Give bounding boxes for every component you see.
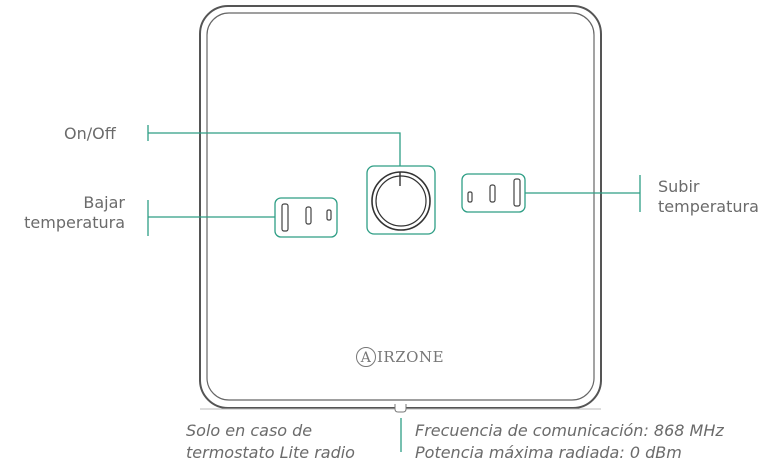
bajar-bar-short [326, 209, 332, 221]
bajar-temperatura-label: Bajar temperatura [24, 193, 125, 233]
footer-right-note: Frecuencia de comunicación: 868 MHz Pote… [415, 420, 724, 464]
subir-label-line2: temperatura [658, 197, 759, 216]
subir-temperatura-label: Subir temperatura [658, 177, 759, 217]
power-button-ring [371, 171, 431, 231]
subir-bar-tall [513, 178, 521, 207]
airzone-logo: A IRZONE [356, 347, 444, 367]
bajar-label-line2: temperatura [24, 213, 125, 232]
footer-left-note: Solo en caso de termostato Lite radio [186, 420, 355, 464]
airzone-logo-text: IRZONE [377, 348, 445, 366]
bajar-bar-medium [305, 206, 312, 225]
footer-right-line2: Potencia máxima radiada: 0 dBm [415, 443, 682, 462]
power-button-face [375, 175, 427, 227]
device-bottom-tab [394, 404, 407, 413]
footer-left-line2: termostato Lite radio [186, 443, 355, 462]
footer-right-line1: Frecuencia de comunicación: 868 MHz [415, 421, 724, 440]
footer-left-line1: Solo en caso de [186, 421, 313, 440]
subir-bar-medium [489, 184, 496, 203]
subir-label-line1: Subir [658, 177, 700, 196]
airzone-logo-circle-a: A [356, 347, 376, 367]
on-off-label: On/Off [64, 124, 116, 143]
bajar-label-line1: Bajar [83, 193, 125, 212]
subir-bar-short [467, 191, 473, 203]
bajar-bar-tall [281, 203, 289, 232]
